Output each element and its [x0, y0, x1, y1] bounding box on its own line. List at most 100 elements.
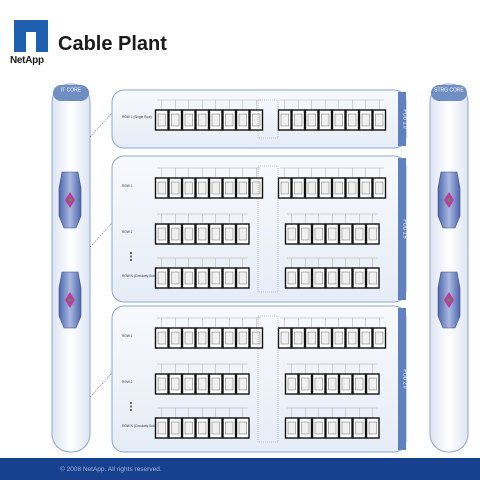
rack-unit [208, 327, 223, 349]
rack-unit [352, 417, 367, 439]
rack-unit [311, 223, 326, 245]
rack-unit [181, 373, 196, 395]
row-label: ROW 1 [122, 334, 133, 338]
rack-unit [249, 177, 264, 199]
pod-1: POD 1.5 ROW 1 ROW 2 ROW N (Circularly Subne… [89, 155, 408, 303]
rack-unit [338, 417, 353, 439]
rack-unit [222, 109, 237, 131]
rack-unit [331, 109, 346, 131]
rack-unit [352, 373, 367, 395]
rack-unit [304, 177, 319, 199]
rack-unit [331, 327, 346, 349]
rack-unit [208, 223, 223, 245]
rack-unit [311, 267, 326, 289]
rack-unit [249, 109, 264, 131]
page-title: Cable Plant [58, 33, 167, 55]
row-label: ROW 2 [122, 230, 133, 234]
rack-unit [284, 267, 299, 289]
rack-unit [208, 417, 223, 439]
pod-2: POD 2.0 ROW 1 ROW 2 ROW N (Circularly Subne… [89, 305, 408, 453]
rack-unit [208, 267, 223, 289]
rack-unit [372, 109, 387, 131]
rack-unit [181, 267, 196, 289]
rack-unit [168, 417, 183, 439]
rack-unit [235, 417, 250, 439]
rack-unit [154, 267, 169, 289]
copyright-text: © 2008 NetApp. All rights reserved. [60, 466, 162, 473]
rack-unit [235, 327, 250, 349]
rack-unit [338, 373, 353, 395]
rack-unit [298, 223, 313, 245]
rack-unit [291, 177, 306, 199]
footer-bar [0, 458, 480, 480]
rack-unit [277, 109, 292, 131]
rack-unit [181, 417, 196, 439]
rack-unit [195, 109, 210, 131]
rack-unit [154, 373, 169, 395]
rack-unit [372, 327, 387, 349]
rack-unit [168, 223, 183, 245]
pod-label: POD 2.0 [402, 369, 408, 388]
rack-unit [277, 177, 292, 199]
rack-unit [291, 327, 306, 349]
rack-unit [181, 177, 196, 199]
rack-unit [181, 109, 196, 131]
logo-text: NetApp [10, 55, 44, 66]
rack-unit [325, 223, 340, 245]
rack-unit [181, 327, 196, 349]
rack-unit [318, 109, 333, 131]
rack-unit [222, 223, 237, 245]
rack-unit [168, 327, 183, 349]
rack-unit [365, 417, 380, 439]
rack-unit [208, 177, 223, 199]
rack-unit [311, 373, 326, 395]
row-label: ROW 2 [122, 380, 133, 384]
rack-unit [277, 327, 292, 349]
rack-unit [168, 267, 183, 289]
rack-unit [365, 267, 380, 289]
rack-unit [195, 267, 210, 289]
pod-label: POD 1.5 [402, 219, 408, 238]
rack-unit [208, 109, 223, 131]
rack-unit [195, 327, 210, 349]
rack-unit [358, 177, 373, 199]
rack-unit [235, 223, 250, 245]
row-label: ROW N (Circularly Subnetworked) [122, 424, 171, 428]
rack-unit [331, 177, 346, 199]
row-label: ROW N (Circularly Subnetworked) [122, 274, 171, 278]
rack-unit [352, 267, 367, 289]
rack-unit [195, 223, 210, 245]
rack-unit [338, 223, 353, 245]
rack-unit [304, 327, 319, 349]
strg-core-column: STRG CORE [429, 83, 469, 453]
row-label: ROW 1 [122, 184, 133, 188]
rack-unit [345, 109, 360, 131]
rack-unit [325, 373, 340, 395]
rack-unit [195, 177, 210, 199]
row-label: ROW 1 (Single Row) [122, 115, 152, 119]
rack-unit [325, 267, 340, 289]
rack-unit [154, 327, 169, 349]
rack-unit [298, 417, 313, 439]
rack-unit [325, 417, 340, 439]
rack-unit [208, 373, 223, 395]
rack-unit [352, 223, 367, 245]
rack-unit [311, 417, 326, 439]
rack-unit [345, 327, 360, 349]
rack-unit [358, 327, 373, 349]
rack-unit [249, 327, 264, 349]
rack-unit [298, 373, 313, 395]
core-link [89, 372, 113, 398]
netapp-logo [14, 20, 48, 52]
rack-unit [154, 109, 169, 131]
rack-unit [222, 327, 237, 349]
rack-unit [195, 373, 210, 395]
rack-unit [154, 177, 169, 199]
switch-chassis-icon [58, 171, 82, 229]
rack-unit [235, 373, 250, 395]
rack-unit [284, 373, 299, 395]
rack-unit [235, 267, 250, 289]
rack-unit [154, 417, 169, 439]
switch-chassis-icon [437, 271, 461, 329]
